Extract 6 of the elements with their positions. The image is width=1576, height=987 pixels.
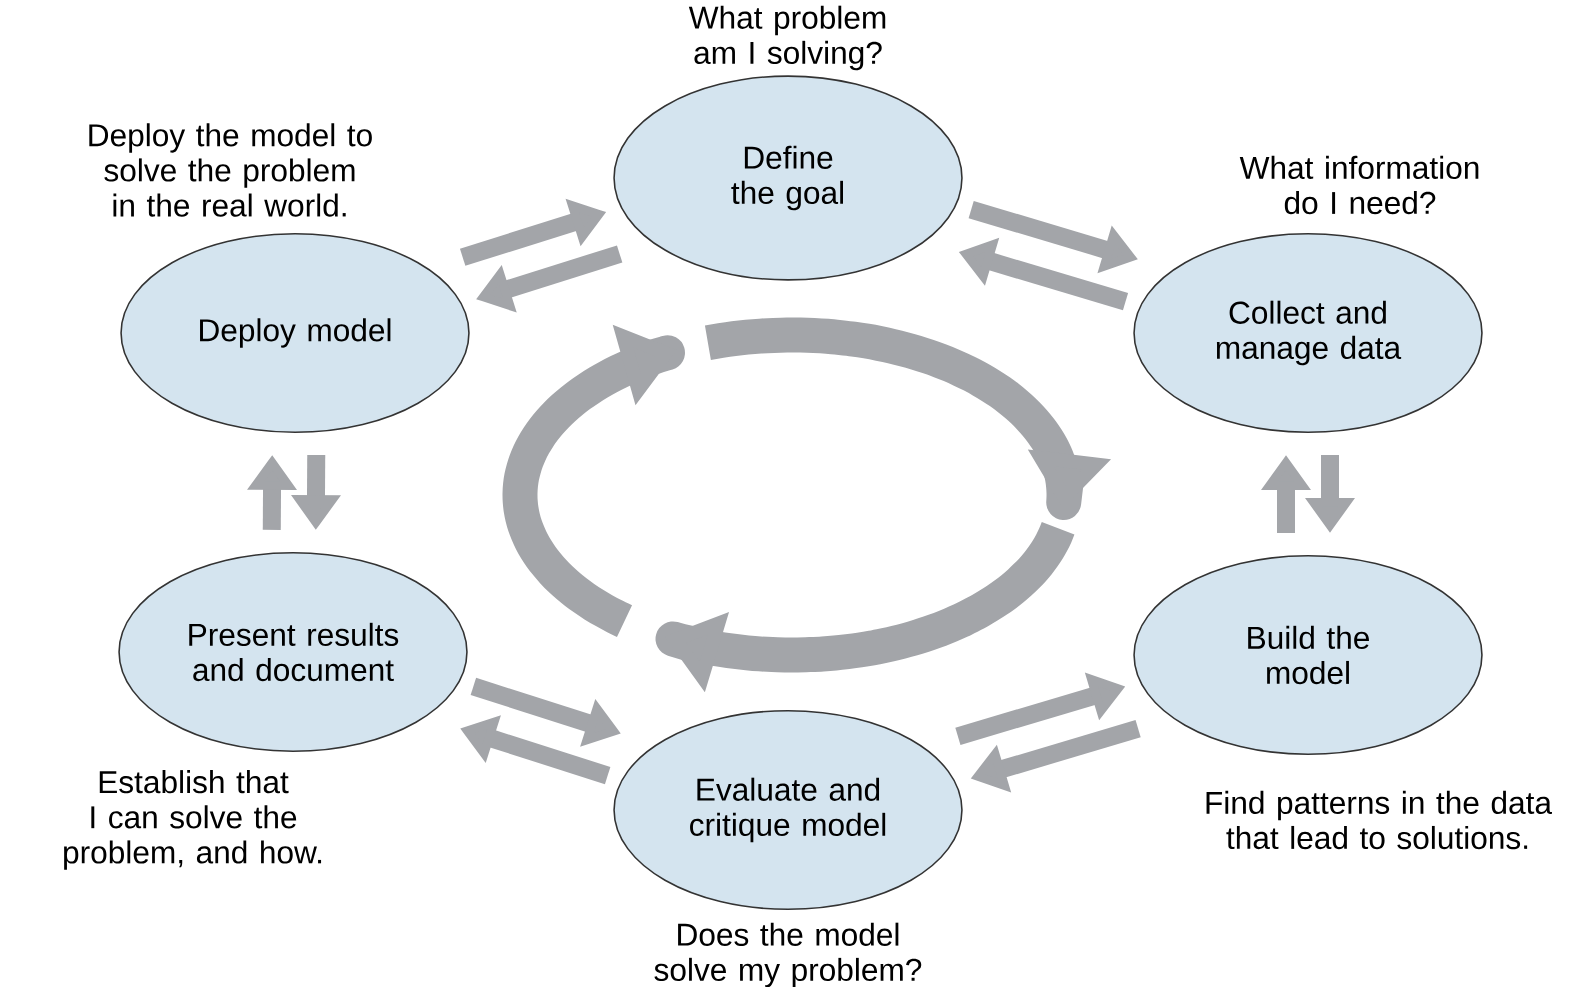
question-text: Find patterns in the data that lead to solutions.: [1206, 790, 1552, 850]
question-text: Does the model solve my problem?: [654, 922, 922, 987]
question-text: What problem am I solving?: [688, 5, 886, 71]
question-text: Establish that I can solve the problem, and how.: [64, 770, 322, 870]
question-text: Deploy the model to solve the problem in the real world.: [89, 123, 372, 217]
question-text: What information do I need?: [1239, 155, 1479, 215]
